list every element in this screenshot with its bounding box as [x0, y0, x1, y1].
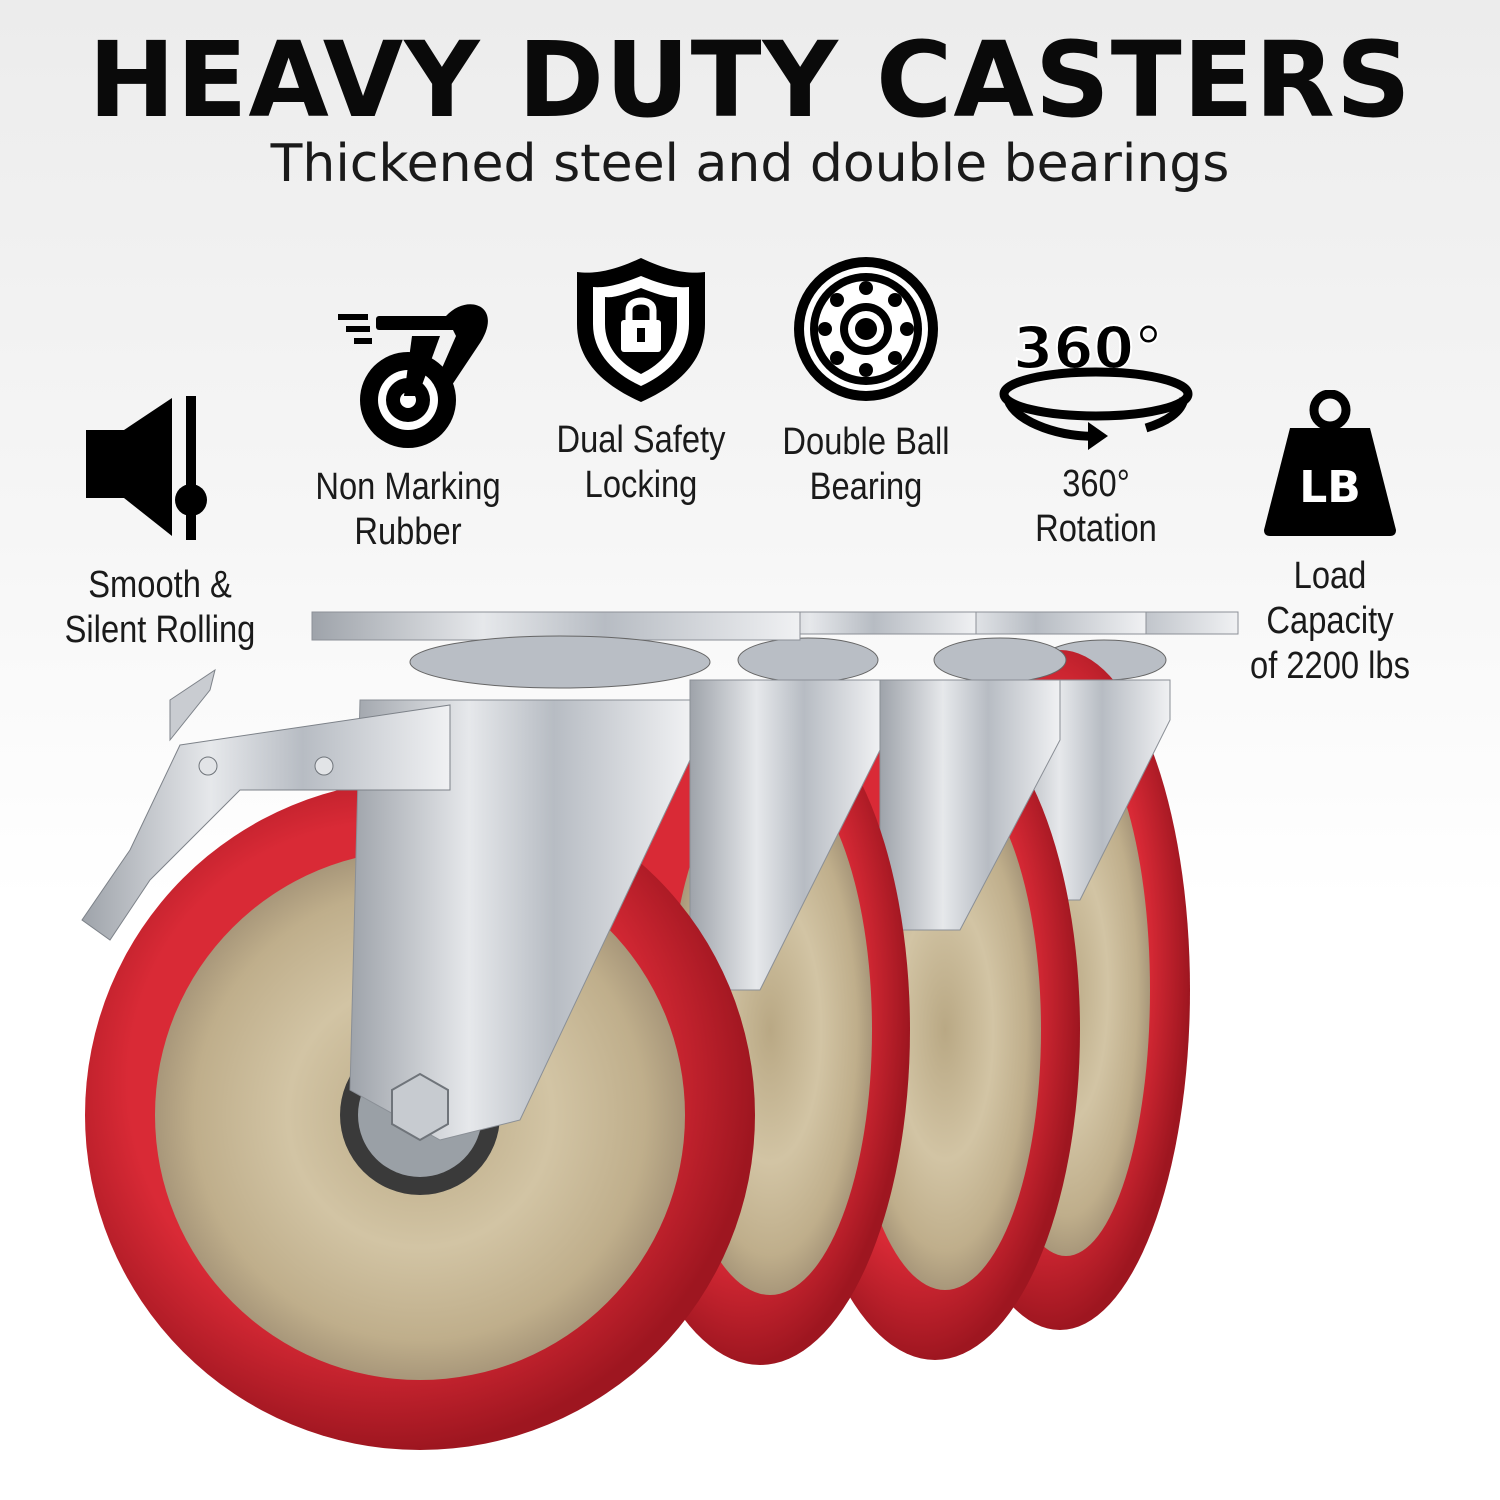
- subheadline: Thickened steel and double bearings: [270, 134, 1230, 194]
- feature-label: Load Capacity of 2200 lbs: [1250, 555, 1410, 687]
- caster-wheel-icon: [338, 304, 488, 448]
- caster-1-with-brake: [81, 611, 801, 1450]
- feature-label: Double Ball Bearing: [782, 421, 950, 508]
- feature-load-capacity: LB Load Capacity of 2200 lbs: [1212, 390, 1448, 689]
- feature-ball-bearing: Double Ball Bearing: [760, 254, 972, 510]
- feature-label: Non Marking Rubber: [315, 466, 501, 553]
- shield-lock-icon: [577, 258, 705, 402]
- rotation-360-icon: 360°: [999, 313, 1193, 450]
- feature-rotation: 360° 360° Rotation: [990, 296, 1202, 552]
- weight-icon-text: LB: [1299, 462, 1361, 513]
- feature-label: Smooth & Silent Rolling: [64, 564, 256, 651]
- feature-silent-rolling: Smooth & Silent Rolling: [40, 390, 280, 653]
- ball-bearing-icon: [794, 257, 938, 401]
- feature-label: 360° Rotation: [1035, 463, 1157, 550]
- product-casters-photo: [81, 611, 1239, 1450]
- feature-label: Dual Safety Locking: [556, 419, 726, 506]
- headline: HEAVY DUTY CASTERS: [88, 19, 1412, 141]
- speaker-volume-icon: [86, 396, 207, 540]
- feature-non-marking: Non Marking Rubber: [290, 296, 526, 555]
- weight-lb-icon: LB: [1264, 390, 1396, 536]
- feature-safety-locking: Dual Safety Locking: [530, 254, 752, 508]
